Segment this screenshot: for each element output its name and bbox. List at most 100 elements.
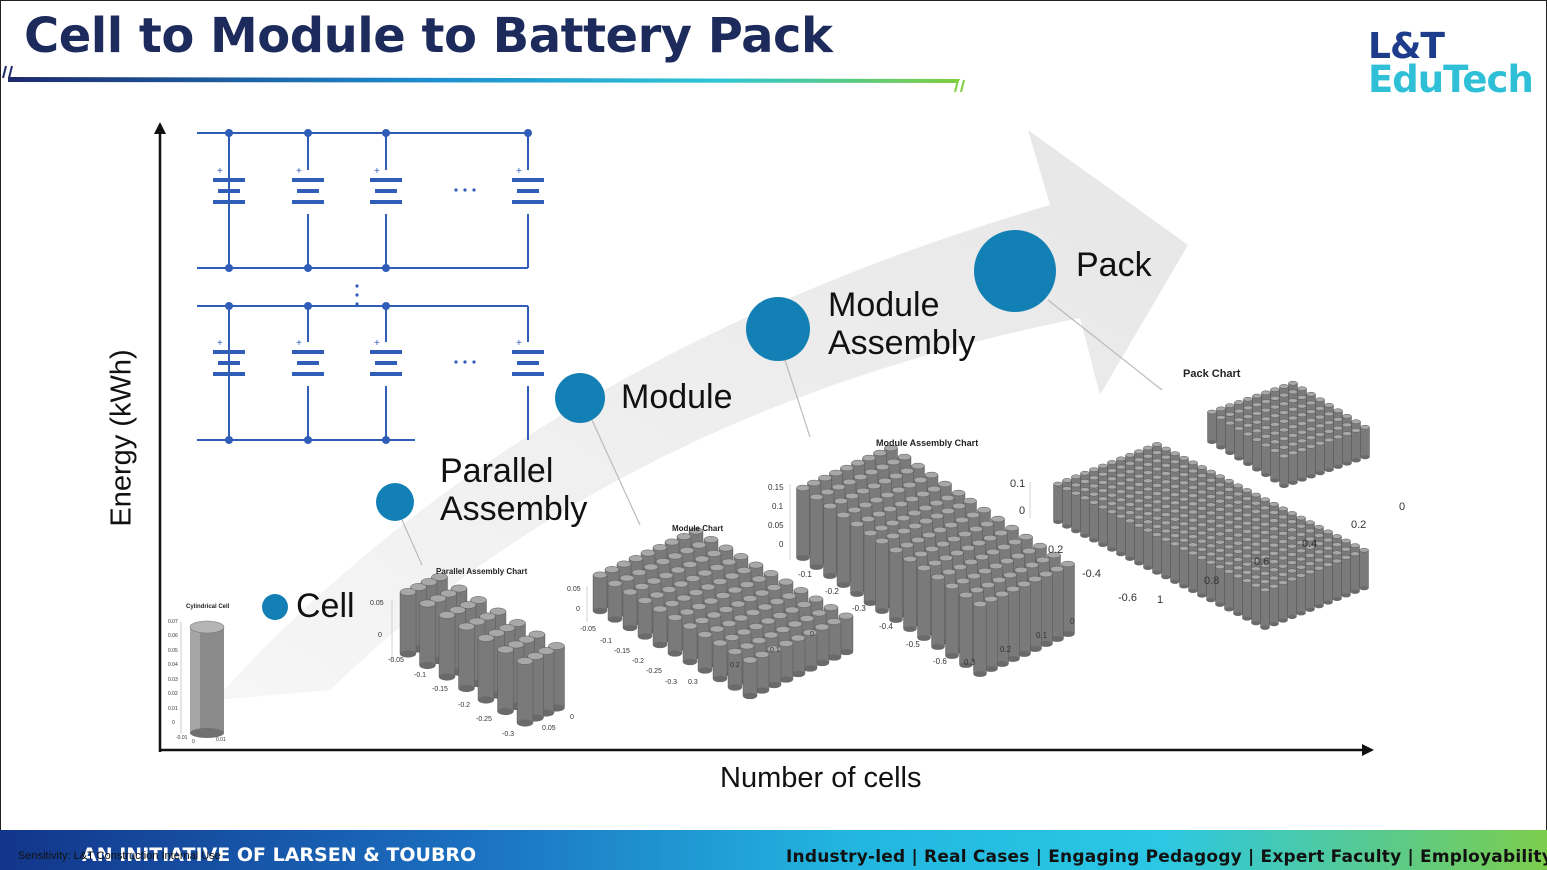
- cell-cylinder-top: [1152, 491, 1162, 496]
- cell-cylinder-base: [973, 671, 987, 677]
- cell-cylinder-top: [1143, 511, 1153, 516]
- plus-sign: +: [374, 166, 380, 177]
- cell-cylinder-top: [1270, 422, 1280, 427]
- cell-cylinder-body: [1152, 534, 1162, 573]
- cell-cylinder-body: [1359, 550, 1369, 589]
- cell-cylinder-top: [739, 642, 755, 650]
- cell-cylinder-top: [992, 576, 1006, 584]
- cell-cylinder-top: [1305, 520, 1315, 525]
- cell-cylinder-top: [826, 618, 842, 625]
- cell-cylinder-base: [1080, 533, 1090, 538]
- cell-cylinder-top: [1233, 483, 1243, 489]
- cell-cylinder-body: [1324, 439, 1334, 471]
- cell-cylinder-top: [1098, 488, 1108, 493]
- cell-cylinder-top: [1107, 484, 1117, 490]
- cell-cylinder-base: [984, 666, 998, 672]
- cell-cylinder-top: [1071, 490, 1081, 496]
- cell-cylinder-top: [1296, 573, 1306, 578]
- tick-pack-x2: -0.6: [1118, 592, 1137, 604]
- cell-cylinder-body: [931, 576, 945, 648]
- cell-cylinder-base: [850, 591, 864, 597]
- cell-cylinder-top: [703, 536, 719, 543]
- cell-cylinder-top: [905, 495, 919, 503]
- cell-cylinder-top: [1215, 523, 1225, 529]
- cell-cylinder-top: [1134, 498, 1144, 504]
- cell-cylinder-top: [1252, 437, 1262, 442]
- cell-cylinder-top: [1296, 523, 1306, 529]
- cell-cylinder-top: [885, 519, 900, 527]
- cell-cylinder-body: [1351, 430, 1361, 461]
- cell-cylinder-base: [1305, 607, 1315, 612]
- cell-cylinder-top: [682, 561, 698, 568]
- cell-cylinder-top: [679, 608, 695, 616]
- cell-cylinder-top: [634, 583, 650, 590]
- cell-cylinder-top: [1261, 390, 1271, 396]
- cell-cylinder-top: [1305, 569, 1315, 575]
- cell-cylinder-top: [867, 482, 881, 490]
- cell-cylinder-base: [1350, 589, 1360, 594]
- cell-cylinder-top: [950, 549, 964, 557]
- cell-cylinder-top: [1324, 437, 1334, 443]
- single-cell-base: [190, 728, 224, 738]
- stage-dot: [746, 297, 810, 361]
- cell-cylinder-body: [1360, 427, 1370, 458]
- battery-plate: [375, 361, 397, 365]
- cell-cylinder-top: [1215, 498, 1225, 504]
- cell-cylinder-top: [836, 511, 851, 519]
- tick-pack-z4: 0.2: [1351, 519, 1367, 531]
- cell-cylinder-top: [1332, 542, 1342, 547]
- stage-label-module-assembly: Module Assembly: [828, 286, 975, 362]
- cell-cylinder-top: [1260, 562, 1270, 568]
- cell-cylinder-top: [548, 642, 565, 650]
- cell-cylinder-top: [977, 506, 991, 514]
- stage-label-module-line1: Module: [621, 378, 733, 416]
- cell-cylinder-top: [1188, 550, 1198, 556]
- cell-cylinder-base: [1270, 478, 1280, 483]
- cell-cylinder-top: [697, 569, 713, 577]
- cell-cylinder-top: [939, 554, 953, 562]
- cell-cylinder-top: [1107, 460, 1117, 465]
- cell-cylinder-top: [685, 575, 701, 582]
- circuit-node: [304, 302, 312, 310]
- cell-cylinder-top: [1170, 500, 1180, 506]
- cell-cylinder-top: [661, 586, 677, 593]
- cell-cylinder-top: [1260, 521, 1270, 527]
- cell-cylinder-top: [733, 553, 749, 560]
- chart-title-pack: Pack Chart: [1183, 368, 1241, 380]
- cell-cylinder-top: [1279, 436, 1289, 441]
- cell-cylinder-top: [799, 615, 815, 622]
- cell-cylinder-top: [438, 611, 456, 619]
- cell-cylinder-top: [676, 594, 692, 602]
- footer-sensitivity: Sensitivity: L&T Construction Internal U…: [18, 850, 221, 862]
- cell-cylinder-top: [1161, 446, 1171, 452]
- cell-cylinder-top: [1278, 572, 1288, 577]
- cell-cylinder-top: [1260, 571, 1270, 576]
- cell-cylinder-top: [1179, 513, 1189, 518]
- tick-mod-z1: 0.2: [730, 662, 740, 669]
- cell-cylinder-base: [1017, 651, 1031, 657]
- cell-cylinder-top: [1324, 429, 1334, 434]
- battery-plate: [370, 372, 402, 376]
- cell-cylinder-top: [1170, 459, 1180, 465]
- cell-cylinder-top: [1134, 506, 1144, 512]
- tick-cell-y0: 0.07: [168, 619, 178, 625]
- cell-cylinder-top: [1306, 426, 1316, 432]
- cell-cylinder-top: [1305, 536, 1315, 542]
- cell-cylinder-top: [1360, 424, 1370, 430]
- cell-cylinder-top: [1233, 491, 1243, 497]
- tick-pack-y0: 0.1: [1010, 478, 1026, 490]
- cell-cylinder-top: [1188, 509, 1198, 515]
- cell-cylinder-top: [1161, 487, 1171, 493]
- cell-cylinder-top: [1251, 582, 1261, 588]
- cell-cylinder-body: [1279, 455, 1289, 487]
- cell-cylinder-top: [1315, 414, 1325, 420]
- battery-plate: [370, 200, 402, 204]
- tick-mod-z0: 0.3: [688, 679, 698, 686]
- cell-cylinder-base: [1188, 588, 1198, 594]
- cell-cylinder-top: [1315, 406, 1325, 411]
- cell-cylinder-top: [736, 567, 752, 574]
- cell-cylinder-top: [884, 444, 898, 452]
- cell-cylinder-top: [628, 555, 644, 562]
- cell-cylinder-top: [1260, 546, 1270, 552]
- x-axis-label: Number of cells: [720, 762, 922, 794]
